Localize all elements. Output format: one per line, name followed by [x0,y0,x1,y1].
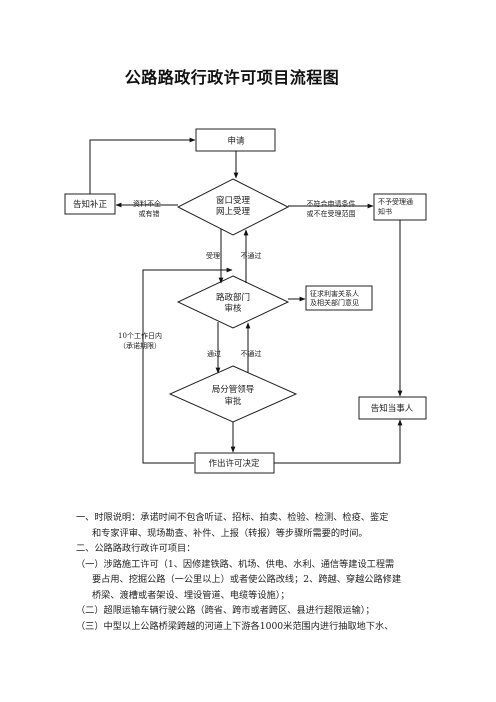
noncompliant-label-2: 或不在受理范围 [307,209,356,218]
solicit-box [305,285,373,311]
accept-label: 受理 [206,251,220,260]
note-line: 桥梁、渡槽或者架设、埋设管道、电缆等设施）； [92,589,290,601]
solicit-label-1: 征求利害关系人 [310,289,359,298]
fail-label-2: 不通过 [241,349,262,358]
deadline-label-1: 10个工作日内 [118,331,162,340]
deadline-loop-line [142,267,233,464]
reject-label-2: 知书 [378,207,392,216]
incomplete-label-1: 资料不全 [133,199,161,208]
dept-label-2: 审核 [224,303,242,314]
note-line: 一、时限说明：承诺时间不包含听证、招标、拍卖、检验、检测、检疫、鉴定 [76,512,389,523]
bureau-label-2: 审批 [224,396,242,407]
noncompliant-label-1: 不符合申请条件 [307,199,356,208]
window-label-2: 网上受理 [216,206,251,217]
note-line: （一）涉路施工许可（1、因修建铁路、机场、供电、水利、通信等建设工程需 [76,558,395,570]
supplement-label: 告知补正 [73,199,108,210]
reject-label-1: 不予受理通 [378,197,413,206]
note-line: （三）中型以上公路桥梁跨越的河道上下游各1000米范围内进行抽取地下水、 [76,620,394,632]
window-label-1: 窗口受理 [216,195,251,206]
note-line: （二）超限运输车辆行驶公路（跨省、跨市或者跨区、县进行超限运输）； [76,605,375,616]
incomplete-label-2: 或有错 [139,209,160,218]
pass-label: 通过 [207,349,221,358]
arrow-decision-notify [274,419,403,464]
decision-label: 作出许可决定 [208,458,260,469]
note-line: 要占用、挖掘公路（一公里以上）或者使公路改线；2、跨越、穿越公路修建 [92,574,402,585]
apply-label: 申请 [227,136,245,147]
arrow-supplement-apply [89,137,196,194]
dept-diamond [176,275,290,329]
page-title: 公路路政行政许可项目流程图 [0,64,496,88]
fail-label-1: 不通过 [241,251,262,260]
note-line: 和专家评审、现场勘查、补件、上报（转报）等步骤所需要的时间。 [92,527,368,539]
dept-label-1: 路政部门 [216,292,250,303]
note-line: 二、公路路政行政许可项目： [76,543,196,554]
bureau-label-1: 局分管领导 [212,384,255,395]
window-diamond [176,178,290,236]
notify-label: 告知当事人 [371,403,414,414]
solicit-label-2: 及相关部门意见 [310,298,359,307]
notify-box [358,396,427,420]
title-text: 公路路政行政许可项目流程图 [124,68,340,87]
deadline-label-2: （承诺期限） [119,341,161,350]
notes-section: 一、时限说明：承诺时间不包含听证、招标、拍卖、检验、检测、检疫、鉴定 和专家评审… [76,510,436,634]
